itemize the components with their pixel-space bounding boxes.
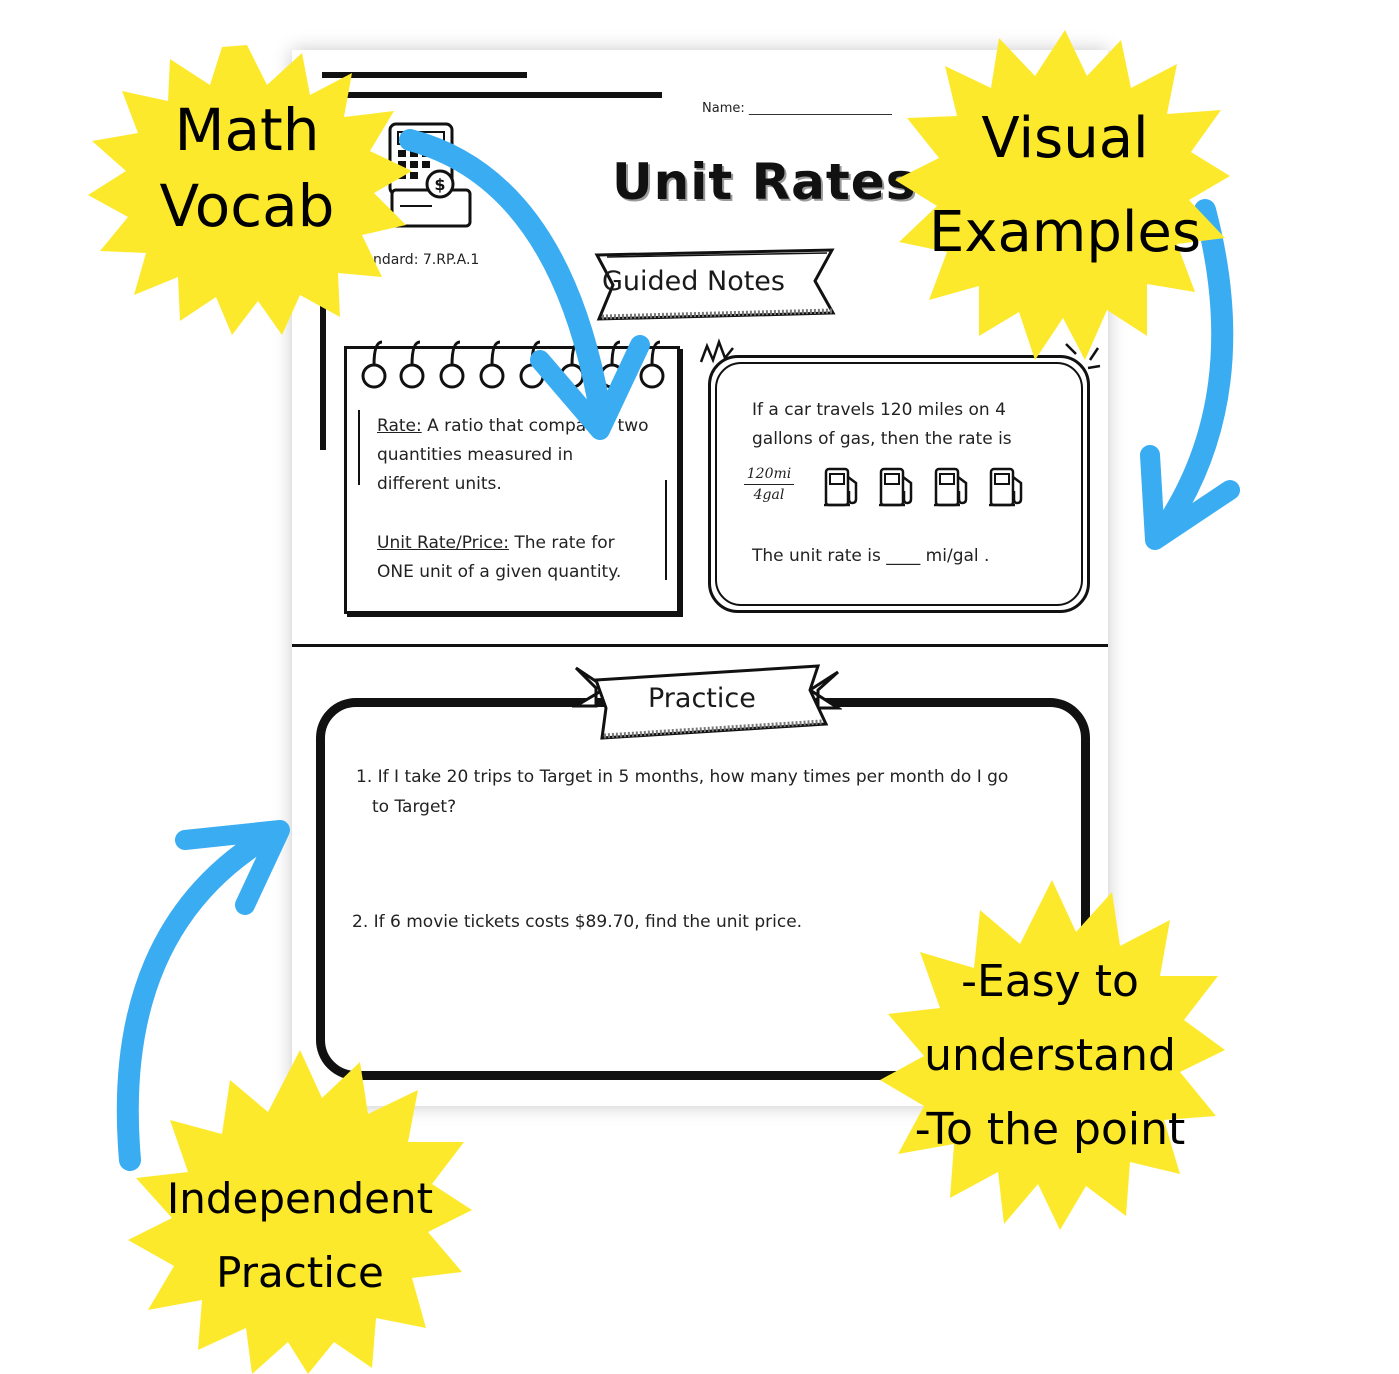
math-vocab-line1: Math xyxy=(174,96,320,164)
independent-practice-burst xyxy=(128,1050,472,1374)
easy-burst xyxy=(880,880,1225,1230)
left-vertical-rule xyxy=(320,225,326,450)
section-divider xyxy=(292,644,1108,647)
visual-examples-line1: Visual xyxy=(981,106,1149,171)
fraction-denominator: 4gal xyxy=(753,487,785,503)
arrow-icon xyxy=(399,129,611,421)
question-1-line2: to Target? xyxy=(372,797,457,817)
example-line1: If a car travels 120 miles on 4 xyxy=(752,400,1006,420)
svg-text:$: $ xyxy=(434,175,445,194)
guided-notes-banner xyxy=(594,248,836,321)
standard-label: Standard: 7.RP.A.1 xyxy=(350,252,480,268)
gas-pump-icon xyxy=(879,467,913,507)
sparkle-left-icon xyxy=(699,338,734,364)
example-card xyxy=(708,355,1090,613)
name-field[interactable]: Name: ______________________ xyxy=(702,101,892,116)
unit-rate-blank[interactable]: The unit rate is ____ mi/gal . xyxy=(752,546,990,566)
vocab-notebook-card xyxy=(344,346,680,614)
gas-pump-icon xyxy=(934,467,968,507)
page-title: Unit Rates xyxy=(612,153,917,211)
top-rule-long xyxy=(322,92,662,98)
arrow-icon xyxy=(530,335,650,440)
gas-pump-row xyxy=(822,465,1042,515)
unit-rate-def-line1: The rate for xyxy=(514,533,615,553)
fraction-numerator: 120mi xyxy=(744,466,794,485)
easy-line2: understand xyxy=(924,1030,1176,1081)
practice-label: Practice xyxy=(648,683,756,714)
question-1: 1. If I take 20 trips to Target in 5 mon… xyxy=(356,762,1056,822)
example-card-inner-border xyxy=(715,362,1083,606)
unit-rate-def-line2: ONE unit of a given quantity. xyxy=(377,562,622,582)
unit-rate-definition: Unit Rate/Price: The rate for xyxy=(377,529,657,558)
unit-rate-term: Unit Rate/Price: xyxy=(377,533,509,553)
visual-examples-line2: Examples xyxy=(928,200,1202,265)
independent-line1: Independent xyxy=(166,1174,434,1223)
independent-practice-label: Independent Practice xyxy=(150,1162,450,1310)
gas-pump-icon xyxy=(824,467,858,507)
question-2: 2. If 6 movie tickets costs $89.70, find… xyxy=(352,907,1052,937)
notebook-right-line xyxy=(665,480,667,580)
arrow-icon xyxy=(116,824,281,1171)
example-text: If a car travels 120 miles on 4 gallons … xyxy=(752,396,1072,454)
example-line2: gallons of gas, then the rate is xyxy=(752,429,1012,449)
arrow-icon xyxy=(1149,199,1234,546)
practice-banner xyxy=(572,664,842,740)
math-vocab-line2: Vocab xyxy=(159,172,335,240)
rate-def-line3: different units. xyxy=(377,474,502,494)
question-2-line1: 2. If 6 movie tickets costs $89.70, find… xyxy=(352,912,803,932)
rate-term: Rate: xyxy=(377,416,422,436)
arrow-icon xyxy=(175,820,290,915)
question-1-line1: 1. If I take 20 trips to Target in 5 mon… xyxy=(356,767,1009,787)
independent-line2: Practice xyxy=(216,1248,384,1297)
arrow-icon xyxy=(1140,445,1240,550)
visual-examples-label: Visual Examples xyxy=(915,92,1215,280)
rate-fraction: 120mi 4gal xyxy=(744,466,794,503)
easy-line3: -To the point xyxy=(914,1104,1186,1155)
top-rule-short xyxy=(322,72,527,78)
math-vocab-label: Math Vocab xyxy=(112,92,382,244)
easy-label: -Easy to understand -To the point xyxy=(885,945,1215,1167)
guided-notes-label: Guided Notes xyxy=(602,266,785,297)
easy-line1: -Easy to xyxy=(961,956,1139,1007)
gas-pump-icon xyxy=(989,467,1023,507)
rate-def-line2: quantities measured in xyxy=(377,445,574,465)
visual-examples-burst xyxy=(895,30,1230,360)
math-vocab-burst xyxy=(88,45,412,335)
notebook-margin-line xyxy=(358,410,360,485)
